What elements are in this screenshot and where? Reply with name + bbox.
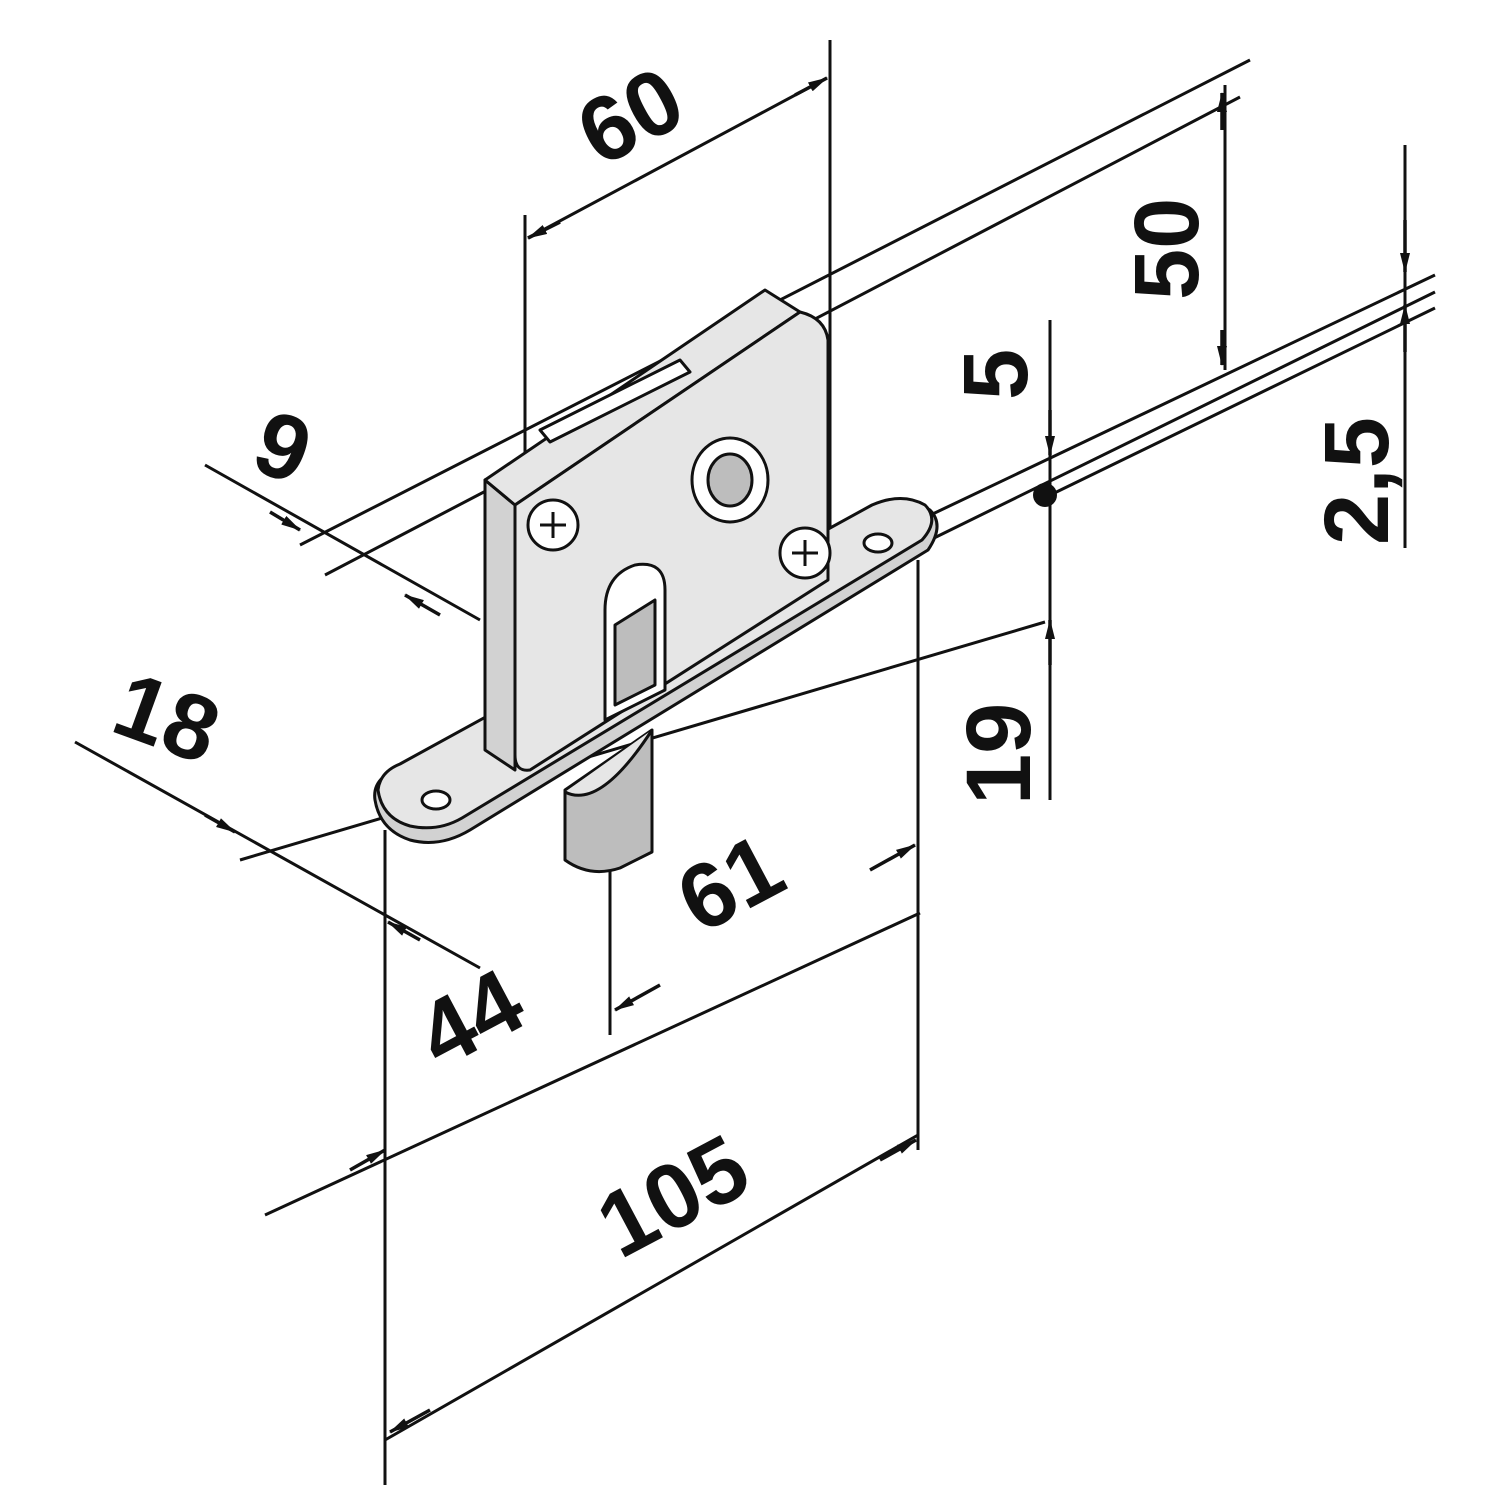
dimension-labels: 60 50 5 2,5 9 18 44 61 105 19 <box>101 48 1408 1278</box>
dim-label-5: 5 <box>945 349 1047 400</box>
dim-label-2-5: 2,5 <box>1306 417 1408 545</box>
extension-lines <box>74 40 1436 1485</box>
screw-left <box>526 498 580 552</box>
lock-body <box>373 288 939 874</box>
dim-label-9: 9 <box>241 391 324 504</box>
dim-label-50: 50 <box>1116 198 1218 300</box>
rail-point-marker <box>1033 483 1057 507</box>
dimension-arrows <box>204 76 1410 1434</box>
dim-label-105: 105 <box>582 1116 765 1278</box>
screw-right <box>778 526 832 580</box>
dim-label-19: 19 <box>948 703 1050 805</box>
dim-label-44: 44 <box>402 950 540 1088</box>
dim-label-60: 60 <box>562 48 700 186</box>
dim-label-18: 18 <box>101 653 232 784</box>
dim-label-61: 61 <box>662 815 800 953</box>
